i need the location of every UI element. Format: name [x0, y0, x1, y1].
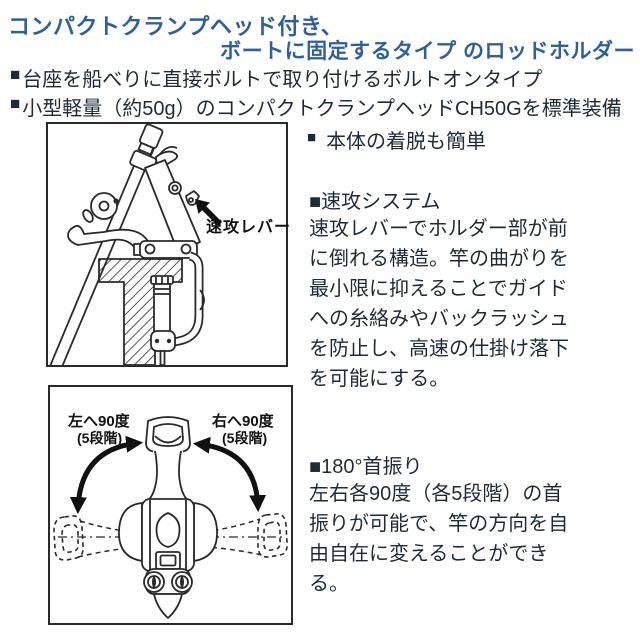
- figure-clamp-head: 速攻レバー: [46, 122, 292, 367]
- clamp-head-illustration: [49, 124, 222, 365]
- bullet-square-icon: ■: [10, 65, 21, 84]
- swivel-topview-illustration: [53, 416, 288, 619]
- figure-swivel-topview: 左へ90度 (5段階) 右へ90度 (5段階): [48, 385, 293, 625]
- bullet-bolt-on-type: ■ 台座を船べりに直接ボルトで取り付けるボルトオンタイプ: [10, 63, 542, 92]
- bullet-square-icon: ■: [307, 129, 317, 146]
- body-line: に倒れる構造。竿の曲がりを: [309, 248, 569, 270]
- bullet-text: 小型軽量（約50g）のコンパクトクランプヘッドCH50Gを標準装備: [22, 98, 622, 120]
- rotate-right-steps-label: (5段階): [222, 430, 268, 446]
- body-line: への糸絡みやバックラッシュ: [309, 308, 569, 330]
- body-line: 最小限に抑えることでガイド: [309, 278, 568, 300]
- bullet-text: 台座を船べりに直接ボルトで取り付けるボルトオンタイプ: [22, 69, 543, 91]
- page-title-line2: ボートに固定するタイプ のロッドホルダー: [220, 40, 635, 63]
- quick-lever-label: 速攻レバー: [206, 219, 292, 236]
- body-line: る。: [309, 573, 349, 595]
- section-body-swivel: 左右各90度（各5段階）の首 振りが可能で、竿の方向を自 由自在に変えることがで…: [309, 479, 568, 599]
- bullet-square-icon: ■: [10, 94, 21, 113]
- section-title-quick-system: ■速攻システム: [309, 191, 441, 213]
- bullet-text: 本体の着脱も簡単: [326, 131, 487, 153]
- body-line: 由自在に変えることができ: [309, 543, 549, 565]
- body-line: を防止し、高速の仕掛け落下: [309, 338, 569, 360]
- bullet-easy-detach: ■ 本体の着脱も簡単: [307, 125, 486, 154]
- bullet-compact-head: ■ 小型軽量（約50g）のコンパクトクランプヘッドCH50Gを標準装備: [10, 92, 622, 121]
- section-title-swivel: ■180°首振り: [309, 456, 423, 478]
- rotate-right-label: 右へ90度: [212, 413, 274, 430]
- body-line: 振りが可能で、竿の方向を自: [309, 513, 569, 535]
- rotate-left-steps-label: (5段階): [77, 430, 123, 446]
- body-line: 左右各90度（各5段階）の首: [309, 483, 563, 505]
- page-title-line1: コンパクトクランプヘッド付き、: [8, 14, 344, 39]
- rotate-left-label: 左へ90度: [68, 413, 130, 430]
- section-body-quick-system: 速攻レバーでホルダー部が前 に倒れる構造。竿の曲がりを 最小限に抑えることでガイ…: [309, 214, 569, 394]
- body-line: 速攻レバーでホルダー部が前: [309, 218, 568, 240]
- body-line: を可能にする。: [309, 368, 450, 390]
